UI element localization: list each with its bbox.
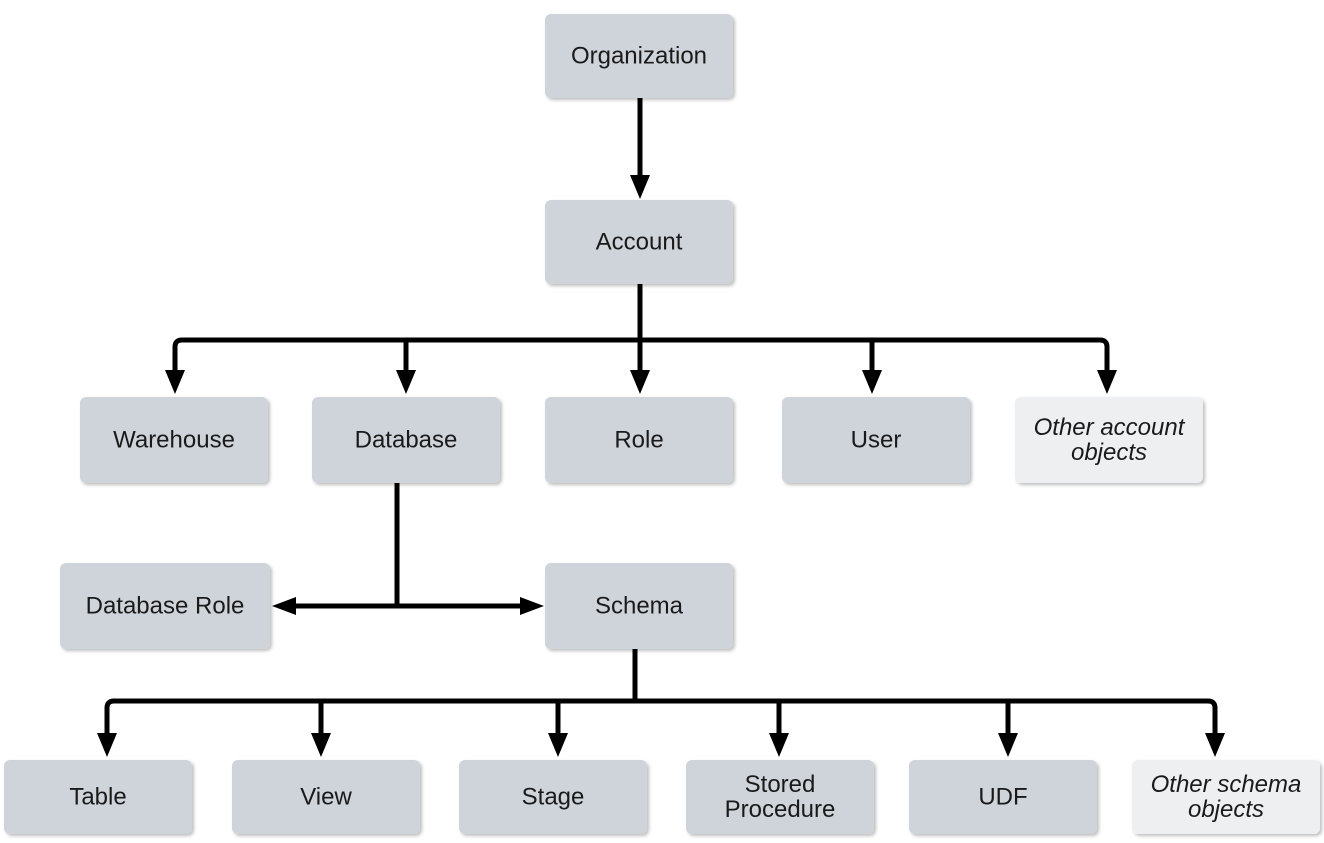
node-label-other-schema-objects: Other schema	[1151, 771, 1302, 798]
node-box-other-account-objects	[1015, 397, 1203, 483]
arrow-to-view	[311, 733, 331, 757]
node-organization: Organization	[545, 14, 733, 98]
node-label-database-role: Database Role	[86, 593, 245, 620]
arrow-to-other-schema-objects	[1205, 733, 1225, 757]
node-box-organization	[545, 14, 733, 98]
node-stage: Stage	[459, 760, 647, 834]
node-box-other-schema-objects	[1132, 760, 1320, 834]
node-label-table: Table	[69, 784, 126, 811]
arrow-to-database-role	[272, 597, 296, 615]
node-table: Table	[4, 760, 192, 834]
arrow-to-warehouse	[165, 370, 185, 394]
arrow-to-role	[630, 370, 650, 394]
node-box-view	[232, 760, 420, 834]
arrow-to-stage	[548, 733, 568, 757]
connector-schema-bus	[104, 698, 1218, 734]
arrow-to-stored-procedure	[769, 733, 789, 757]
node-role: Role	[545, 397, 733, 483]
arrow-to-table	[97, 733, 117, 757]
node-warehouse: Warehouse	[80, 397, 268, 483]
node-label-account: Account	[596, 229, 683, 256]
connectors	[97, 98, 1225, 757]
node-box-database	[312, 397, 500, 483]
node-box-user	[782, 397, 970, 483]
node-box-schema	[545, 563, 733, 649]
node-user: User	[782, 397, 970, 483]
node-box-stored-procedure	[686, 760, 874, 834]
node-udf: UDF	[909, 760, 1097, 834]
node-label-stored-procedure: Procedure	[725, 796, 836, 823]
node-database: Database	[312, 397, 500, 483]
node-label-other-schema-objects: objects	[1188, 796, 1264, 823]
node-box-role	[545, 397, 733, 483]
arrow-to-udf	[998, 733, 1018, 757]
node-label-schema: Schema	[595, 593, 684, 620]
arrow-to-schema	[520, 597, 544, 615]
node-schema: Schema	[545, 563, 733, 649]
arrow-to-user	[862, 370, 882, 394]
node-box-database-role	[60, 563, 270, 649]
node-label-udf: UDF	[978, 784, 1027, 811]
node-label-warehouse: Warehouse	[113, 427, 235, 454]
arrow-to-account	[630, 175, 650, 199]
node-view: View	[232, 760, 420, 834]
node-box-udf	[909, 760, 1097, 834]
node-account: Account	[545, 200, 733, 284]
arrow-to-other-account-objects	[1097, 370, 1117, 394]
node-label-stage: Stage	[522, 784, 585, 811]
node-label-database: Database	[355, 427, 458, 454]
node-label-user: User	[851, 427, 902, 454]
node-label-other-account-objects: Other account	[1034, 414, 1186, 441]
node-label-role: Role	[614, 427, 663, 454]
node-box-warehouse	[80, 397, 268, 483]
node-database-role: Database Role	[60, 563, 270, 649]
node-box-account	[545, 200, 733, 284]
node-label-stored-procedure: Stored	[745, 771, 816, 798]
arrow-to-database	[396, 370, 416, 394]
node-box-stage	[459, 760, 647, 834]
node-label-other-account-objects: objects	[1071, 439, 1147, 466]
node-box-table	[4, 760, 192, 834]
node-label-organization: Organization	[571, 43, 707, 70]
node-label-view: View	[300, 784, 352, 811]
